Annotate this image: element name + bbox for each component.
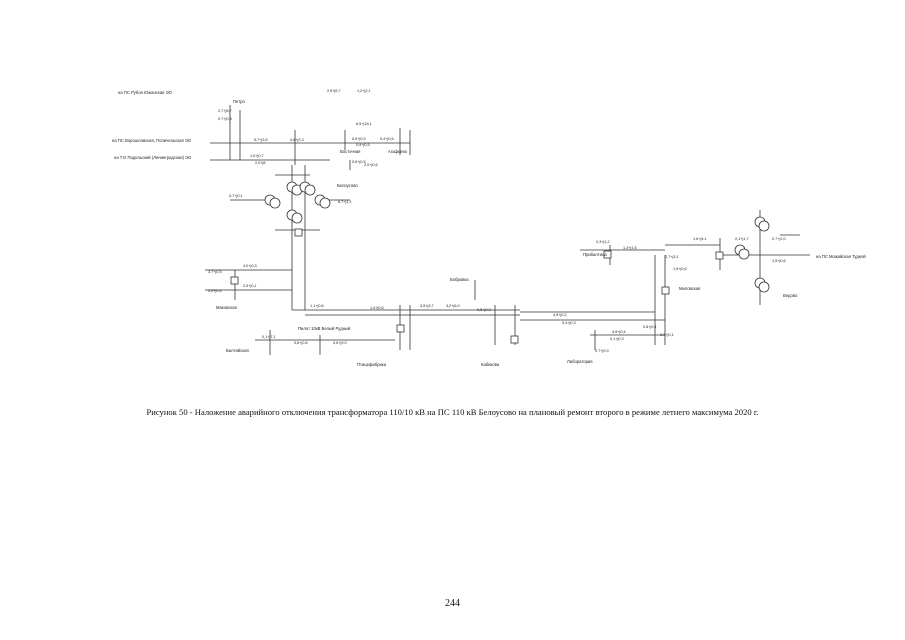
outgoing-line-label: Пилот 10кВ Белый Рудный [298,326,351,331]
flow-label: 0,5+j0,5 [352,137,366,141]
flow-label: 0,1+j7,1 [262,335,276,339]
substation-label: Бобровка [450,277,469,282]
flow-label: 2,0+j8 [255,161,265,165]
flow-label: 0,7+j0,9 [595,349,609,353]
flow-label: 6,5+j18,1 [356,122,372,126]
substation-label: Птицефабрика [357,362,387,367]
substation-label: Агафьево [388,149,408,154]
flow-label: 1,6+j4,1 [693,237,707,241]
power-flow-labels: 2,7+j8,7 0,7+j0,8 5,7+j3,5 0,6+j2,3 1,0+j0,7… [208,89,786,353]
flow-label: 0,7+j2,0 [772,237,786,241]
flow-label: 0,9+j0,5 [356,143,370,147]
flow-label: 2,0+j0,6 [364,163,378,167]
flow-label: 3,7+j0,5 [208,270,222,274]
diagram-wiring [205,105,810,355]
outgoing-line-label: на Т.О Подольский (Ленинградская) ЭО [114,155,192,160]
flow-label: 3,4+j0,3 [562,321,576,325]
flow-label: 0,7+j0,8 [218,117,232,121]
transformer-symbols [230,181,770,344]
flow-label: 5,7+j3,5 [254,138,268,142]
flow-label: 0,0+j0,1 [660,333,674,337]
substation-label: Прибалтица [583,252,607,257]
single-line-diagram: на ПС Рубон Южанская ЭО на ПС Ворошловск… [112,89,866,367]
flow-label: 3,5+j3,7 [420,304,434,308]
flow-label: 4,0+j0,3 [243,264,257,268]
flow-label: 4,5+j0,2 [553,313,567,317]
substation-label: Маковская [216,305,237,310]
substation-label: Восточная [340,149,360,154]
substation-label: Ведово [783,293,798,298]
flow-label: 1,5+j0,6 [772,259,786,263]
flow-label: 1,4+j0,6 [370,306,384,310]
flow-label: 0,6+j0,5 [352,160,366,164]
flow-label: 2,5+j0,1 [243,284,257,288]
flow-label: 0,7+j0,1 [229,194,243,198]
flow-label: 1,0+j0,7 [250,154,264,158]
flow-label: 4,5+j0,4 [612,330,626,334]
outgoing-line-label: на ПС Можайская Тудной [816,254,866,259]
flow-label: 1,2+j2,1 [357,89,371,93]
flow-label: 1,5+j0,6 [673,267,687,271]
substation-label: Миловская [679,286,700,291]
figure-caption: Рисунок 50 - Наложение аварийного отключ… [146,407,759,417]
substation-label: Балтийская [226,348,249,353]
outgoing-line-label: на ПС Рубон Южанская ЭО [118,90,173,95]
flow-label: 2,5+j5,7 [327,89,341,93]
flow-label: 3,2+j6,0 [446,304,460,308]
flow-label: 6,7+j1,1 [338,200,352,204]
flow-label: 0,6+j0,6 [294,341,308,345]
substation-label: Кабикова [481,362,500,367]
flow-label: 0,8+j0,1 [643,325,657,329]
flow-label: 0,3+j1,2 [596,240,610,244]
flow-label: 0,1+j0,3 [610,337,624,341]
flow-label: 2,7+j3,1 [665,255,679,259]
substation-label: Белоусово [337,183,358,188]
flow-label: 0,4+j0,5 [380,137,394,141]
flow-label: 1,1+j0,6 [310,304,324,308]
outgoing-line-label: на ПС Ворошловская, Поличельская ЭО [112,138,192,143]
flow-label: 1,3+j1,5 [623,246,637,250]
substation-label: Лаборатория [567,359,593,364]
flow-label: 0,5+j0,3 [477,308,491,312]
flow-label: 0,6+j0,0 [333,341,347,345]
flow-label: 0,6+j2,3 [290,138,304,142]
substation-label: Петро [233,99,245,104]
flow-label: 2,7+j8,7 [218,109,232,113]
flow-label: 2,1+j1,7 [735,237,749,241]
page-number: 244 [445,598,460,609]
flow-label: 0,0+j0,4 [208,289,222,293]
diagram-labels: на ПС Рубон Южанская ЭО на ПС Ворошловск… [112,90,866,367]
